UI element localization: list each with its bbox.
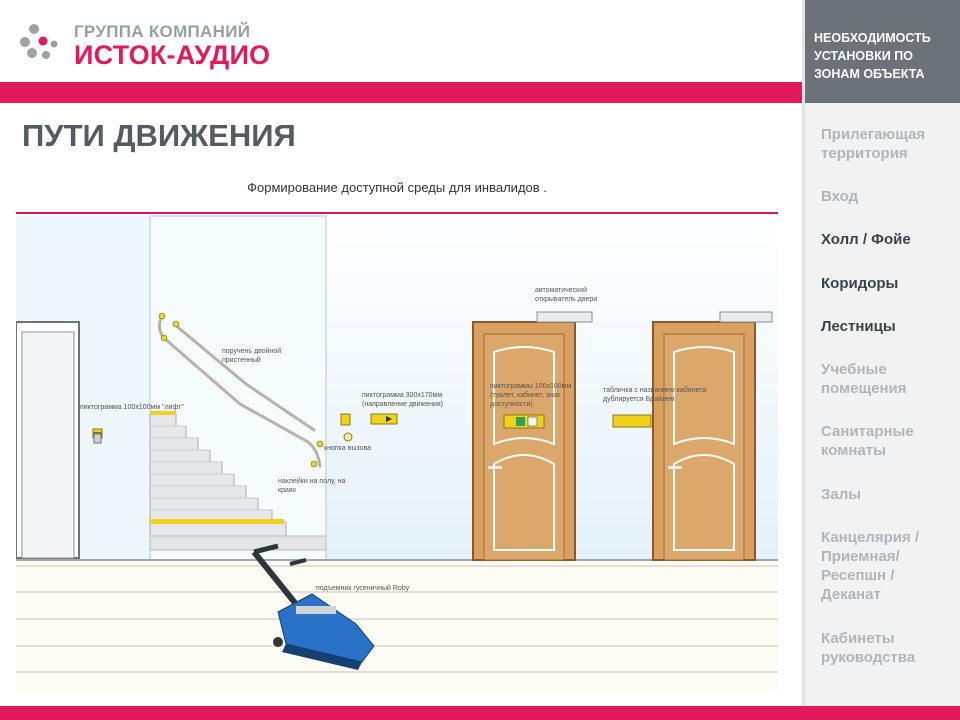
- sidebar-item-hall[interactable]: Холл / Фойе: [821, 231, 911, 248]
- illustration: Формирование доступной среды для инвалид…: [16, 174, 778, 690]
- footer-band: [0, 706, 960, 720]
- corridor-scene: [16, 212, 778, 690]
- sidebar-item-corridors[interactable]: Коридоры: [821, 275, 899, 292]
- crawler-lift: [251, 543, 375, 670]
- note-handrail: поручень двойной пристенный: [222, 348, 282, 364]
- door-2: [612, 311, 773, 561]
- sidebar: НЕОБХОДИМОСТЬ УСТАНОВКИ ПО ЗОНАМ ОБЪЕКТА…: [802, 0, 960, 706]
- note-lift-sign: пиктограмма 100х100мм "лифт": [80, 404, 184, 411]
- page-title: ПУТИ ДВИЖЕНИЯ: [22, 118, 296, 153]
- note-door-opener: автоматический открыватель двери: [535, 287, 598, 303]
- logo-dots-icon: [20, 24, 58, 59]
- sidebar-header-text: НЕОБХОДИМОСТЬ УСТАНОВКИ ПО ЗОНАМ ОБЪЕКТА: [814, 31, 931, 81]
- note-cabinet-plate: табличка с названием кабинета дублируетс…: [603, 387, 707, 403]
- note-direction-pictogram: пиктограмма 300х170мм (направление движе…: [362, 392, 444, 408]
- sidebar-header: НЕОБХОДИМОСТЬ УСТАНОВКИ ПО ЗОНАМ ОБЪЕКТА: [805, 0, 960, 103]
- note-call-button: кнопка вызова: [324, 445, 371, 452]
- illustration-caption: Формирование доступной среды для инвалид…: [247, 180, 547, 195]
- logo-line-1: ГРУППА КОМПАНИЙ: [74, 22, 251, 41]
- note-crawler-lift: подъемник гусеничный Roby: [316, 585, 410, 592]
- elevator: [16, 321, 103, 559]
- sidebar-item-stairs[interactable]: Лестницы: [821, 318, 896, 335]
- door-1: [472, 311, 593, 561]
- handrail: [157, 314, 322, 468]
- company-logo: ГРУППА КОМПАНИЙ ИСТОК-АУДИО: [18, 22, 288, 72]
- header-band: [0, 82, 802, 103]
- note-door-pictograms: пиктограммы 100х100мм (туалет, кабинет, …: [490, 383, 572, 408]
- sidebar-item-classrooms[interactable]: Учебные помещения: [821, 361, 907, 397]
- sidebar-item-office[interactable]: Канцелярия / Приемная/ Ресепшн / Деканат: [821, 529, 920, 603]
- sidebar-item-management[interactable]: Кабинеты руководства: [821, 630, 916, 666]
- note-stair-stickers: наклейки на полу, на краях: [278, 478, 346, 494]
- sidebar-item-halls[interactable]: Залы: [821, 486, 862, 503]
- sidebar-item-territory[interactable]: Прилегающая территория: [821, 126, 926, 162]
- staircase: [149, 411, 327, 551]
- sidebar-item-entrance[interactable]: Вход: [821, 188, 859, 205]
- sidebar-item-restrooms[interactable]: Санитарные комнаты: [821, 423, 914, 459]
- logo-line-2: ИСТОК-АУДИО: [74, 40, 271, 70]
